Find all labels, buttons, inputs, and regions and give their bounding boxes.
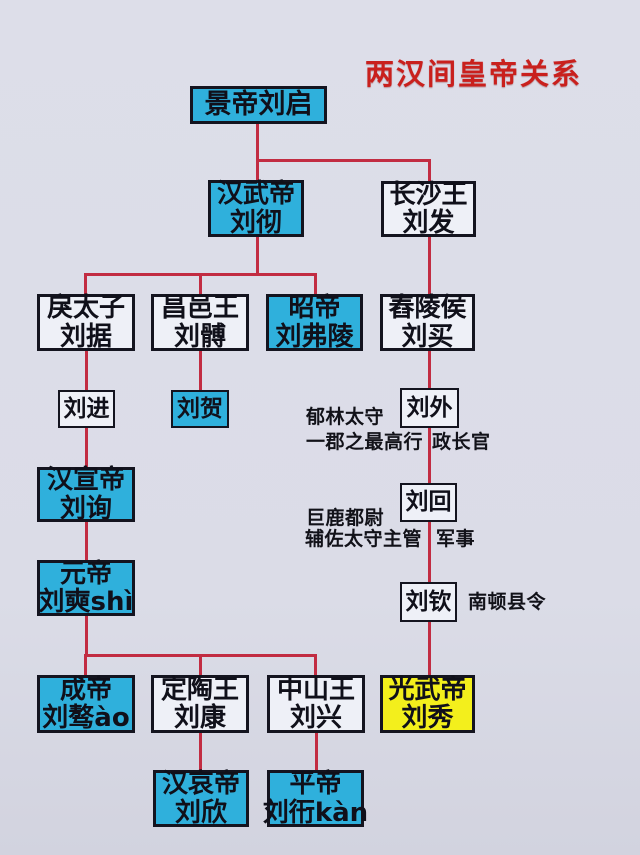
node-label: 刘回 xyxy=(405,489,452,516)
annotation-yulin-taishou: 郁林太守 xyxy=(306,406,385,428)
node-label: 刘欣 xyxy=(174,797,227,828)
node-label: 元帝 xyxy=(59,558,112,589)
node-label: 刘外 xyxy=(406,394,453,421)
node-label: 刘衎kàn xyxy=(262,797,369,828)
node-zhaodi-liufuling: 昭帝刘弗陵 xyxy=(266,294,363,351)
annotation-yijun-zuigaoxing: 一郡之最高行 xyxy=(306,431,424,453)
node-hanaidi-liuxin: 汉哀帝刘欣 xyxy=(153,770,249,827)
node-label: 刘询 xyxy=(59,493,112,524)
node-liujin: 刘进 xyxy=(58,390,115,428)
node-label: 刘弗陵 xyxy=(275,321,354,352)
node-label: 平帝 xyxy=(289,769,342,800)
diagram-title: 两汉间皇帝关系 xyxy=(365,57,583,91)
node-label: 刘奭shì xyxy=(38,587,134,617)
connector-line xyxy=(256,159,431,162)
connector-line xyxy=(256,124,259,181)
node-guangwudi-liuxiu: 光武帝刘秀 xyxy=(380,675,475,733)
node-label: 刘钦 xyxy=(405,588,452,615)
node-dingtaowang-liukang: 定陶王刘康 xyxy=(151,675,249,733)
node-liuqin: 刘钦 xyxy=(400,582,457,622)
connector-line xyxy=(428,237,431,295)
connector-line xyxy=(256,237,259,276)
node-jingdi-liuqi: 景帝刘启 xyxy=(190,86,327,124)
connector-line xyxy=(199,654,202,676)
annotation-zhengzhangguan: 政长官 xyxy=(432,431,491,453)
node-label: 刘髆 xyxy=(173,321,226,352)
node-changyiwang-liubo: 昌邑王刘髆 xyxy=(151,294,249,351)
node-label: 刘贺 xyxy=(177,395,223,422)
connector-line xyxy=(315,733,318,771)
node-hanwudi-liuche: 汉武帝刘彻 xyxy=(208,180,304,237)
node-chunlinghou-liumai: 舂陵侯刘买 xyxy=(380,294,475,351)
node-zhongshanwang-liuxing: 中山王刘兴 xyxy=(267,675,365,733)
connector-line xyxy=(428,351,431,389)
node-liuwai: 刘外 xyxy=(400,388,459,428)
node-label: 舂陵侯 xyxy=(388,293,467,324)
node-litaizi-liuju: 戾太子刘据 xyxy=(37,294,135,351)
node-label: 刘骜ào xyxy=(42,703,130,733)
node-label: 刘彻 xyxy=(229,207,282,238)
annotation-fuzuo-taishou-zhuguan: 辅佐太守主管 xyxy=(305,528,423,550)
node-label: 汉宣帝 xyxy=(46,465,125,496)
connector-line xyxy=(199,351,202,391)
node-label: 长沙王 xyxy=(389,179,468,210)
node-liuhe: 刘贺 xyxy=(171,390,229,428)
node-label: 刘兴 xyxy=(289,703,342,733)
connector-line xyxy=(428,622,431,676)
node-changshawang-liufa: 长沙王刘发 xyxy=(381,181,476,237)
node-yuandi-liushi: 元帝刘奭shì xyxy=(37,560,135,616)
node-pingdi-liukan: 平帝刘衎kàn xyxy=(263,769,368,827)
connector-line xyxy=(85,522,88,562)
connector-line xyxy=(199,733,202,771)
node-label: 刘买 xyxy=(401,321,454,352)
connector-line xyxy=(85,616,88,656)
connector-line xyxy=(84,654,87,676)
node-label: 汉哀帝 xyxy=(161,769,240,800)
connector-line xyxy=(428,522,431,583)
connector-line xyxy=(199,273,202,295)
node-label: 成帝 xyxy=(59,674,112,705)
node-label: 刘康 xyxy=(173,703,226,733)
connector-line xyxy=(428,428,431,484)
node-label: 昭帝 xyxy=(288,293,341,324)
node-label: 定陶王 xyxy=(160,674,239,705)
node-label: 刘秀 xyxy=(401,703,454,733)
connector-line xyxy=(428,159,431,183)
connector-line xyxy=(84,273,87,295)
node-label: 昌邑王 xyxy=(160,293,239,324)
node-hanxuandi-liuxun: 汉宣帝刘询 xyxy=(37,465,135,524)
node-label: 刘发 xyxy=(402,208,455,238)
node-label: 光武帝 xyxy=(388,674,467,705)
node-label: 中山王 xyxy=(276,674,355,705)
node-label: 戾太子 xyxy=(46,293,125,324)
node-label: 景帝刘启 xyxy=(204,89,313,121)
node-label: 汉武帝 xyxy=(216,179,295,210)
connector-line xyxy=(85,351,88,391)
node-label: 刘据 xyxy=(59,321,112,352)
connector-line xyxy=(314,654,317,676)
annotation-julu-duwei: 巨鹿都尉 xyxy=(306,507,385,529)
annotation-nandun-xianling: 南顿县令 xyxy=(468,591,547,613)
node-label: 刘进 xyxy=(63,395,110,422)
connector-line xyxy=(314,273,317,295)
node-chengdi-liuao: 成帝刘骜ào xyxy=(37,675,135,733)
node-liuhui: 刘回 xyxy=(400,483,457,522)
annotation-junshi: 军事 xyxy=(436,528,476,550)
connector-line xyxy=(85,428,88,468)
